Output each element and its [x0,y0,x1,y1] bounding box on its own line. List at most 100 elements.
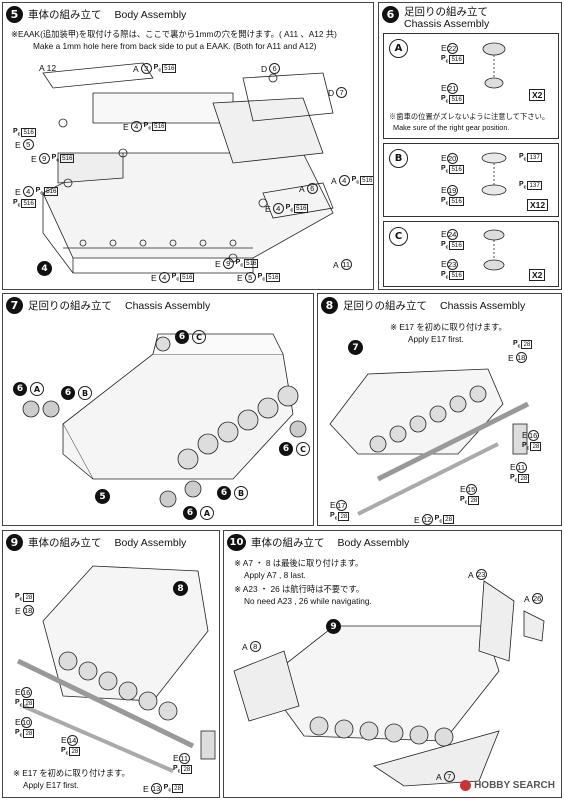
step-title-jp: 足回りの組み立て [28,300,112,312]
step-number: 10 [227,534,246,551]
a23-26-note-en: No need A23 , 26 while navigating. [244,596,372,606]
step-10-illustration [233,580,545,787]
step-title-jp: 車体の組み立て [251,537,325,549]
sub-c-letter: C [389,227,408,246]
sub-assembly-marker: 7 [348,340,363,355]
count-x12: X12 [527,199,549,211]
step-title-jp: 車体の組み立て [28,537,102,549]
a7-8-note-en: Apply A7 , 8 last. [244,570,306,580]
sub-b-wheel-illustration [481,152,507,196]
a23-26-note-jp: ※ A23 ・ 26 は航行時は不要です。 [234,584,365,594]
step-8-illustration [329,368,530,516]
e17-note-en: Apply E17 first. [408,334,464,344]
step-number: 8 [321,297,338,314]
eaak-note-en: Make a 1mm hole here from back side to p… [33,41,317,51]
step-title-en: Chassis Assembly [125,299,211,312]
step-title-en: Chassis Assembly [440,299,526,312]
step-5-panel: 5 車体の組み立て Body Assembly ※EAAK(追加装甲)を取付ける… [2,2,374,290]
step-9-header: 9 車体の組み立て Body Assembly [6,534,186,551]
sub-a-box [383,33,559,139]
step-title-jp: 足回りの組み立て [343,300,427,312]
step-6-header: 6 足回りの組み立て Chassis Assembly [382,6,489,30]
step-number: 7 [6,297,23,314]
step-7-illustration [22,333,307,508]
step-number: 5 [6,6,23,23]
sub-b-letter: B [389,149,408,168]
step-title-en: Body Assembly [337,536,410,549]
gear-note-en: Make sure of the right gear position. [393,123,510,132]
sub-a-gear-illustration [482,42,506,89]
step-title-en: Body Assembly [114,8,187,21]
watermark-logo: HOBBY SEARCH [460,780,555,791]
step-5-illustration [42,62,334,274]
step-5-header: 5 車体の組み立て Body Assembly [6,6,186,23]
sub-assembly-marker: 5 [95,489,110,504]
step-title-jp: 車体の組み立て [28,9,102,21]
step-8-header: 8 足回りの組み立て Chassis Assembly [321,297,525,314]
a7-8-note-jp: ※ A7 ・ 8 は最後に取り付けます。 [234,558,364,568]
e17-note-jp: ※ E17 を初めに取り付けます。 [390,322,507,332]
count-x2-a: X2 [529,89,546,101]
e17-note-en: Apply E17 first. [23,780,79,790]
sub-c-box [383,221,559,287]
sub-assembly-marker: 8 [173,581,188,596]
sub-b-box [383,143,559,217]
sub-assembly-marker: 4 [37,261,52,276]
step-number: 6 [382,6,399,23]
e17-note-jp: ※ E17 を初めに取り付けます。 [13,768,130,778]
